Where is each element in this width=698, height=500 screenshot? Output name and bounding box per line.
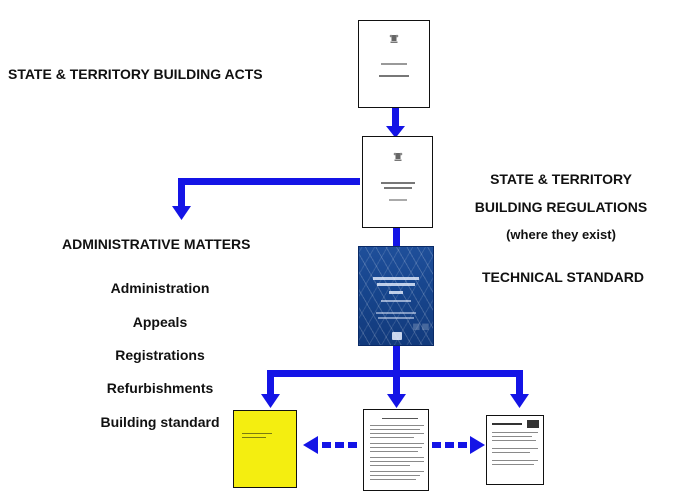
middle-reference-document — [363, 409, 429, 491]
building-regulations-label-line3: (where they exist) — [506, 227, 616, 242]
coat-of-arms-icon — [389, 34, 399, 43]
admin-item-refurbishments: Refurbishments — [106, 380, 214, 396]
arrow-to-right-doc-head — [510, 394, 529, 408]
arrow-act-to-regulations-shaft — [392, 108, 399, 128]
arrow-to-admin-vertical — [178, 178, 185, 208]
dash-left-1 — [322, 442, 331, 448]
connector-middle-down — [393, 370, 400, 396]
coat-of-arms-icon — [393, 152, 402, 161]
arrow-to-middle-doc-head — [387, 394, 406, 408]
dashed-arrow-right-head — [470, 436, 485, 454]
technical-standard-label: TECHNICAL STANDARD — [481, 269, 645, 285]
ncc-logo-icon — [392, 332, 402, 340]
dashed-arrow-left-head — [303, 436, 318, 454]
admin-item-registrations: Registrations — [115, 347, 205, 363]
connector-right-down — [516, 370, 523, 396]
building-regulations-document — [362, 136, 433, 228]
building-regulations-label-line2: BUILDING REGULATIONS — [474, 199, 648, 215]
building-regulations-label-line1: STATE & TERRITORY — [490, 171, 632, 187]
standards-logo-icon — [527, 420, 539, 428]
admin-item-building-standard: Building standard — [100, 414, 220, 430]
national-construction-code-cover: ▪▪ — [358, 246, 434, 346]
arrow-to-admin-horizontal — [178, 178, 360, 185]
building-act-document — [358, 20, 430, 108]
right-standards-document — [486, 415, 544, 485]
arrow-act-to-regulations-head — [386, 126, 405, 138]
dash-right-1 — [432, 442, 441, 448]
admin-item-administration: Administration — [110, 280, 210, 296]
arrow-to-yellow-doc-head — [261, 394, 280, 408]
connector-regulations-to-ncc — [393, 228, 400, 246]
arrow-to-admin-head — [172, 206, 191, 220]
connector-left-down — [267, 370, 274, 396]
dash-right-2 — [445, 442, 454, 448]
dash-left-2 — [335, 442, 344, 448]
dash-left-3 — [348, 442, 357, 448]
ncc-cover-watermark: ▪▪ — [411, 311, 430, 341]
yellow-standard-document — [233, 410, 297, 488]
dash-right-3 — [458, 442, 467, 448]
building-acts-label: STATE & TERRITORY BUILDING ACTS — [8, 66, 263, 82]
connector-ncc-down — [393, 346, 400, 376]
admin-item-appeals: Appeals — [132, 314, 188, 330]
administrative-matters-label: ADMINISTRATIVE MATTERS — [62, 236, 251, 252]
